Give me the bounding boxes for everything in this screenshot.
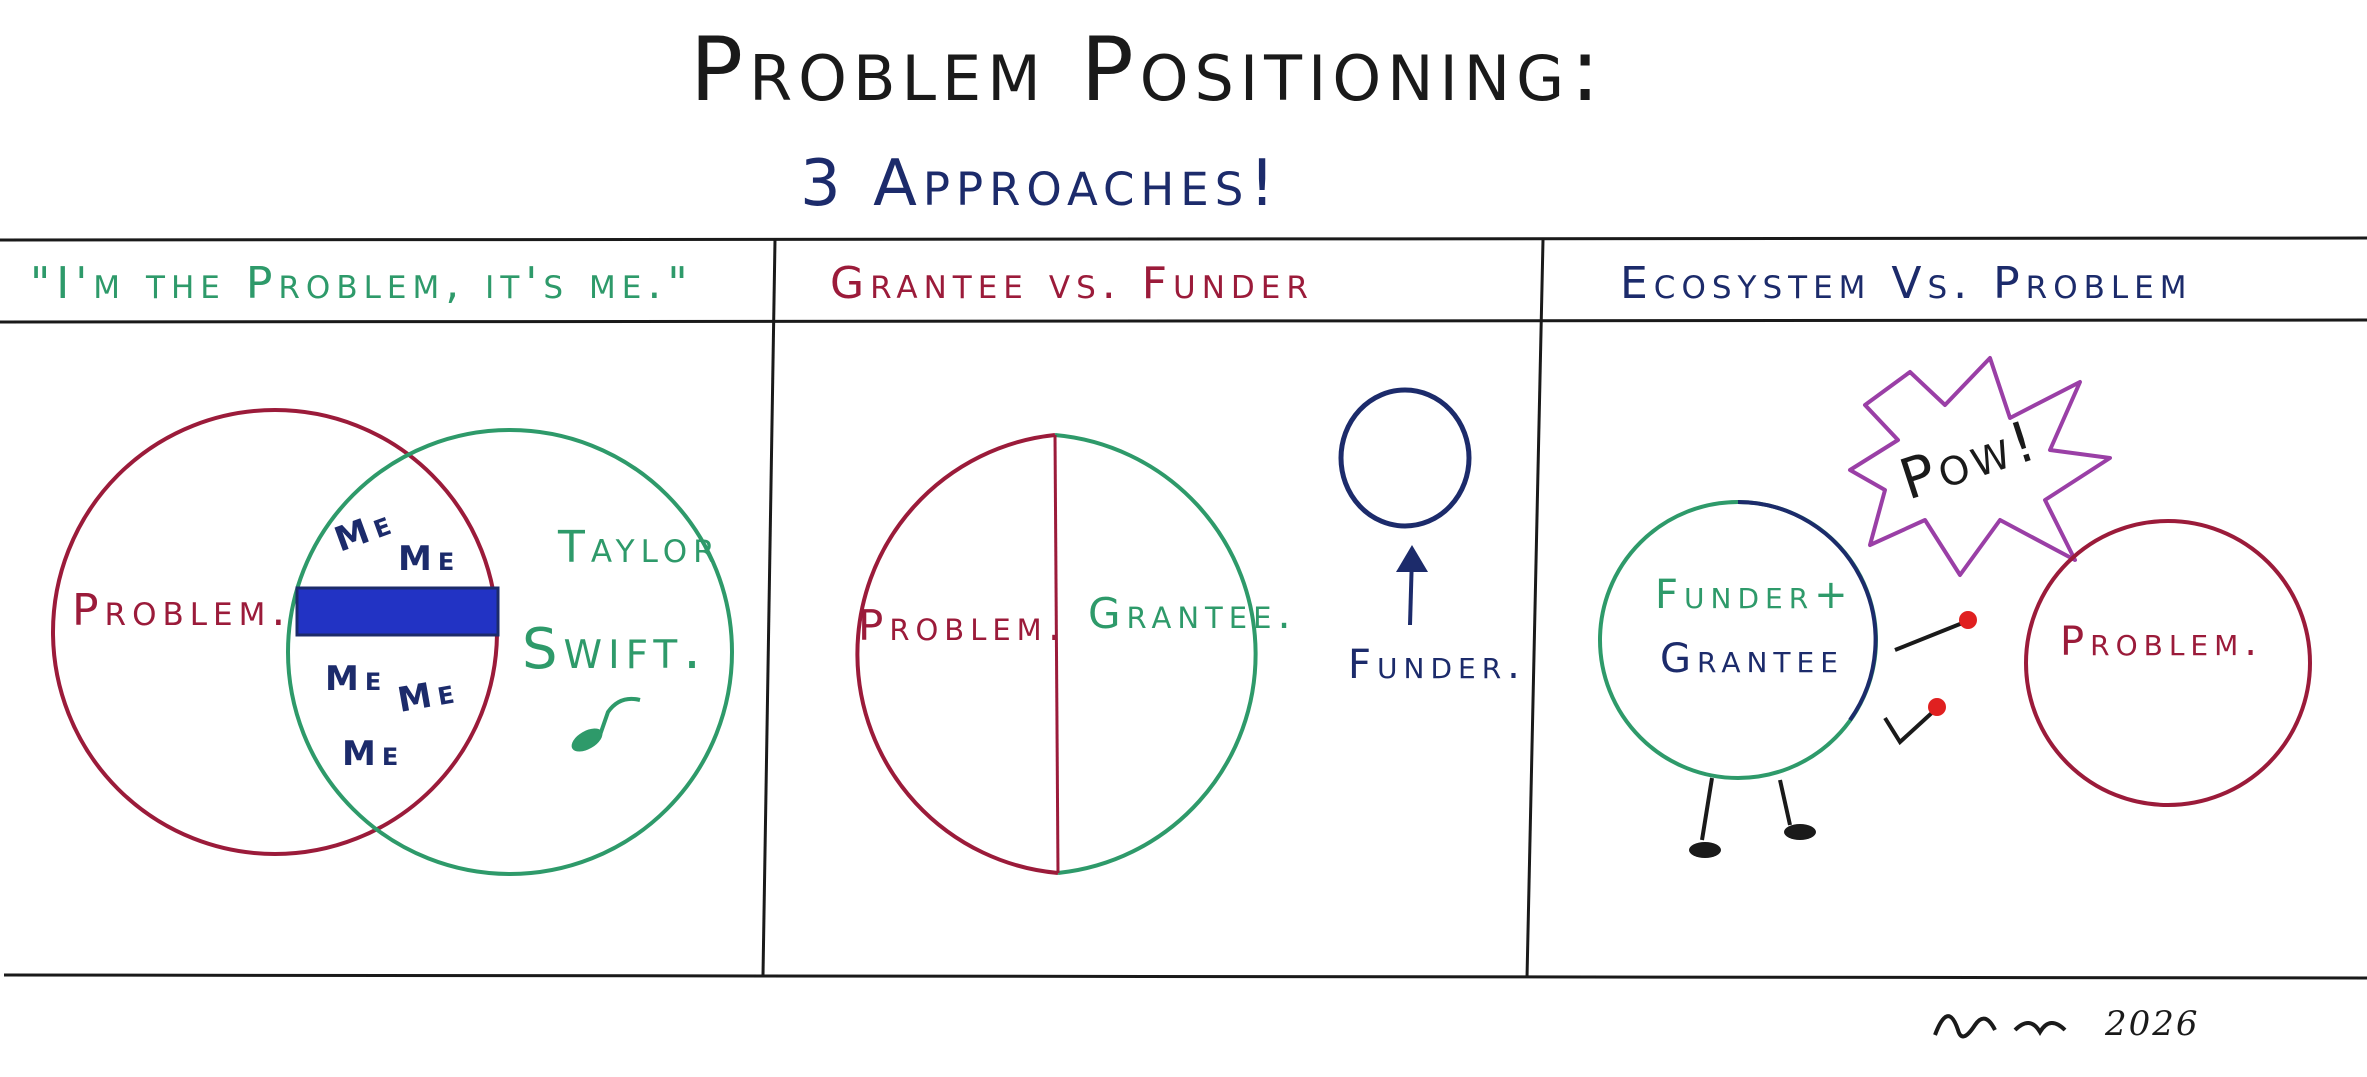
blue-bar [295,586,500,637]
problem-label: Problem. [2060,619,2263,665]
panel-3-header: Ecosystem Vs. Problem [1620,258,2193,309]
me-label-4: Me [395,671,463,721]
taylor-swift-circle [286,428,734,876]
me-label-2: Me [398,539,460,579]
signature-year: 2026 [2104,1004,2200,1044]
venn-diagram: Problem. Me Me Me Me Me Taylor Swift. [51,408,734,876]
legs [1700,777,1792,841]
panel-grid [0,236,2367,980]
panel-2-header: Grantee vs. Funder [830,258,1314,309]
me-label-3: Me [325,659,387,699]
page-title: Problem Positioning: [690,18,1606,121]
up-arrow-icon [1396,545,1428,626]
signature-scribble [1933,1014,2067,1039]
funder-circle [1338,387,1472,529]
pow-label: Pow! [1892,408,2047,514]
music-note-icon [571,696,641,752]
fist-lower-icon [1928,698,1946,716]
panel-1-header: "I'm the Problem, it's me." [30,258,694,309]
grantee-half [1054,433,1258,875]
page-subtitle: 3 Approaches! [800,147,1281,221]
taylor-label: Taylor [557,522,721,573]
ecosystem-diagram: Pow! Funder+ Grantee Problem. [1598,356,2312,858]
swift-label: Swift. [522,617,707,682]
left-foot-icon [1689,842,1721,858]
funder-label: Funder. [1348,642,1526,688]
arms [1883,620,1966,746]
grantee-funder-diagram: Problem. Grantee. Funder. [855,387,1526,875]
problem-label: Problem. [858,601,1067,650]
fist-upper-icon [1959,611,1977,629]
funder-plus-label: Funder+ [1655,572,1854,618]
divider-line [1053,434,1060,874]
problem-label: Problem. [72,585,291,636]
right-foot-icon [1784,824,1816,840]
me-label-5: Me [342,734,404,774]
pow-burst [1848,356,2112,577]
problem-circle [2024,519,2312,807]
grantee-label: Grantee. [1088,589,1297,638]
problem-half [855,433,1059,875]
signature: 2026 [1933,1004,2200,1044]
grantee-label: Grantee [1660,636,1844,682]
